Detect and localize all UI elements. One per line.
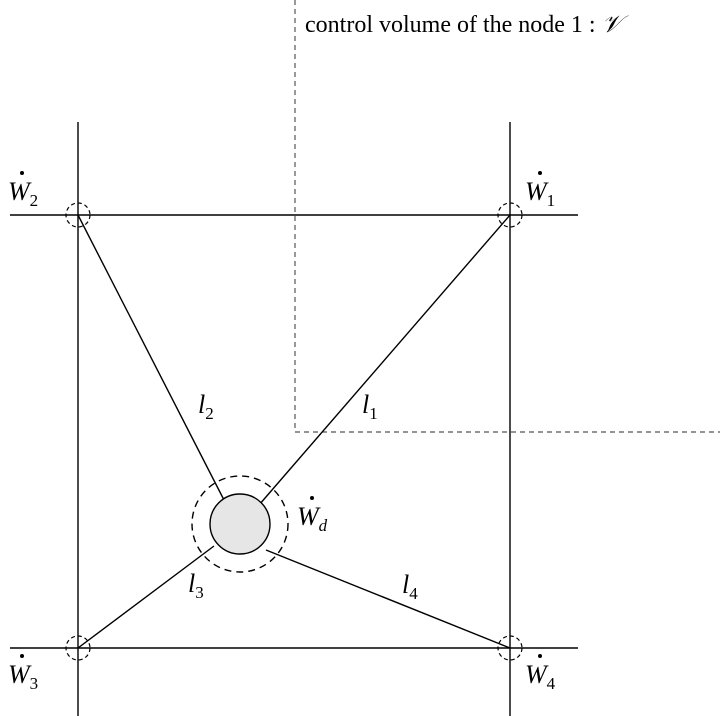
link-l3 [77, 545, 215, 649]
control-volume-caption-symbol: 𝒱 [602, 12, 630, 38]
node-w3-label: W3 [8, 660, 38, 693]
link-l2-label: l2 [198, 390, 214, 423]
control-volume-caption-text: control volume of the node 1 : [305, 12, 602, 38]
node-w1-label: W1 [525, 177, 555, 210]
node-w4-label: W4 [525, 660, 556, 693]
link-l1-label: l1 [362, 390, 378, 423]
node-wd-label: Wd [297, 502, 328, 535]
link-l1 [258, 214, 511, 506]
wd-dot [310, 496, 314, 500]
node-3-marker [65, 635, 91, 661]
center-node-control-volume [191, 475, 289, 573]
control-volume-boundary [294, 0, 720, 433]
w3-dot [20, 654, 24, 658]
link-l3-label: l3 [188, 569, 204, 602]
w1-dot [538, 171, 542, 175]
link-l4 [265, 549, 511, 649]
node-2-marker [65, 202, 91, 228]
node-w2-label: W2 [8, 177, 38, 210]
w4-dot [538, 654, 542, 658]
link-l2 [77, 214, 225, 501]
node-1-marker [497, 202, 523, 228]
node-4-marker [497, 635, 523, 661]
control-volume-caption: control volume of the node 1 : 𝒱 [305, 12, 630, 38]
w2-dot [20, 171, 24, 175]
center-node [209, 493, 271, 555]
link-l4-label: l4 [402, 570, 418, 603]
